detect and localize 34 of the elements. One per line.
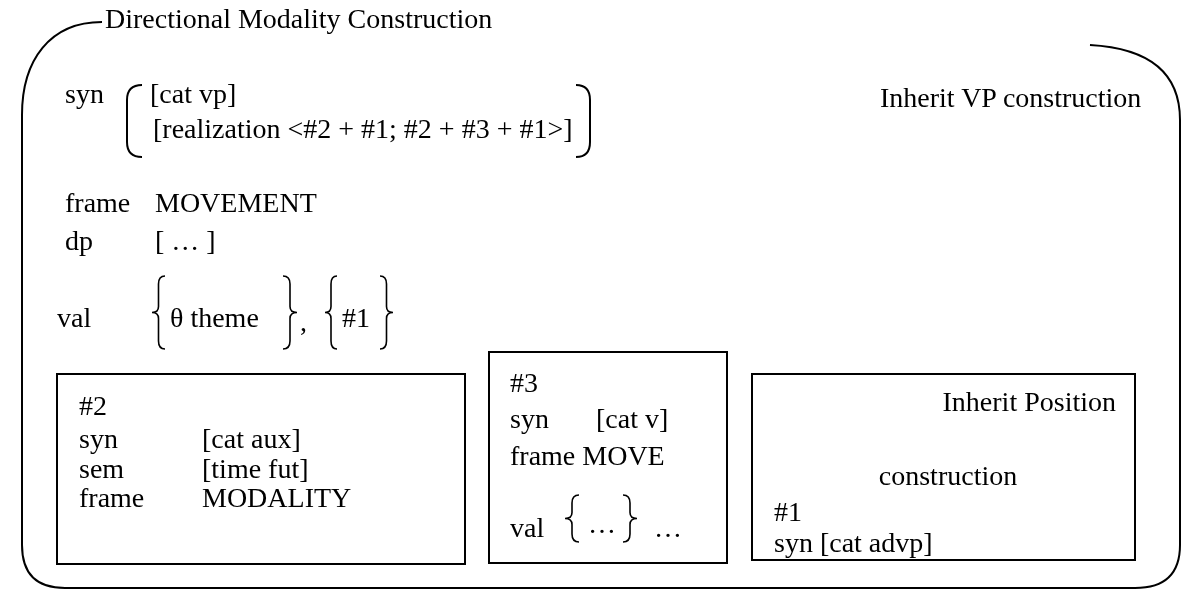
feature-box [488,351,728,564]
inheritance-note: Inherit Position [942,388,1116,416]
feature-box [751,373,1136,561]
feature-line: syn [cat advp] [774,529,933,557]
feature-value: [time fut] [202,455,309,483]
feature-name: val [57,304,92,332]
feature-name: frame [65,189,131,217]
feature-name: dp [65,227,93,255]
index-label: #1 [774,498,802,526]
inheritance-note: Inherit VP construction [880,84,1142,112]
ellipsis: … [654,514,682,542]
feature-value: [cat aux] [202,425,301,453]
ellipsis: … [588,510,616,538]
feature-name: frame [79,484,145,512]
inheritance-note: construction [878,462,1018,490]
feature-name: sem [79,455,125,483]
feature-value: [cat vp] [150,80,237,108]
feature-name: syn [79,425,118,453]
feature-name: syn [510,405,549,433]
feature-line: frame MOVE [510,442,665,470]
feature-value: [cat v] [596,405,669,433]
feature-name: val [510,514,545,542]
feature-value: [ … ] [155,227,216,255]
feature-name: syn [65,80,104,108]
feature-box [56,373,466,565]
feature-value: [realization <#2 + #1; #2 + #3 + #1>] [153,115,573,143]
feature-value: MODALITY [202,484,352,512]
feature-value: θ theme [170,304,259,332]
index-label: #2 [79,392,107,420]
feature-value: #1 [342,304,370,332]
frame-title: Directional Modality Construction [105,5,493,33]
index-label: #3 [510,369,538,397]
separator: , [300,308,307,336]
feature-value: MOVEMENT [155,189,317,217]
